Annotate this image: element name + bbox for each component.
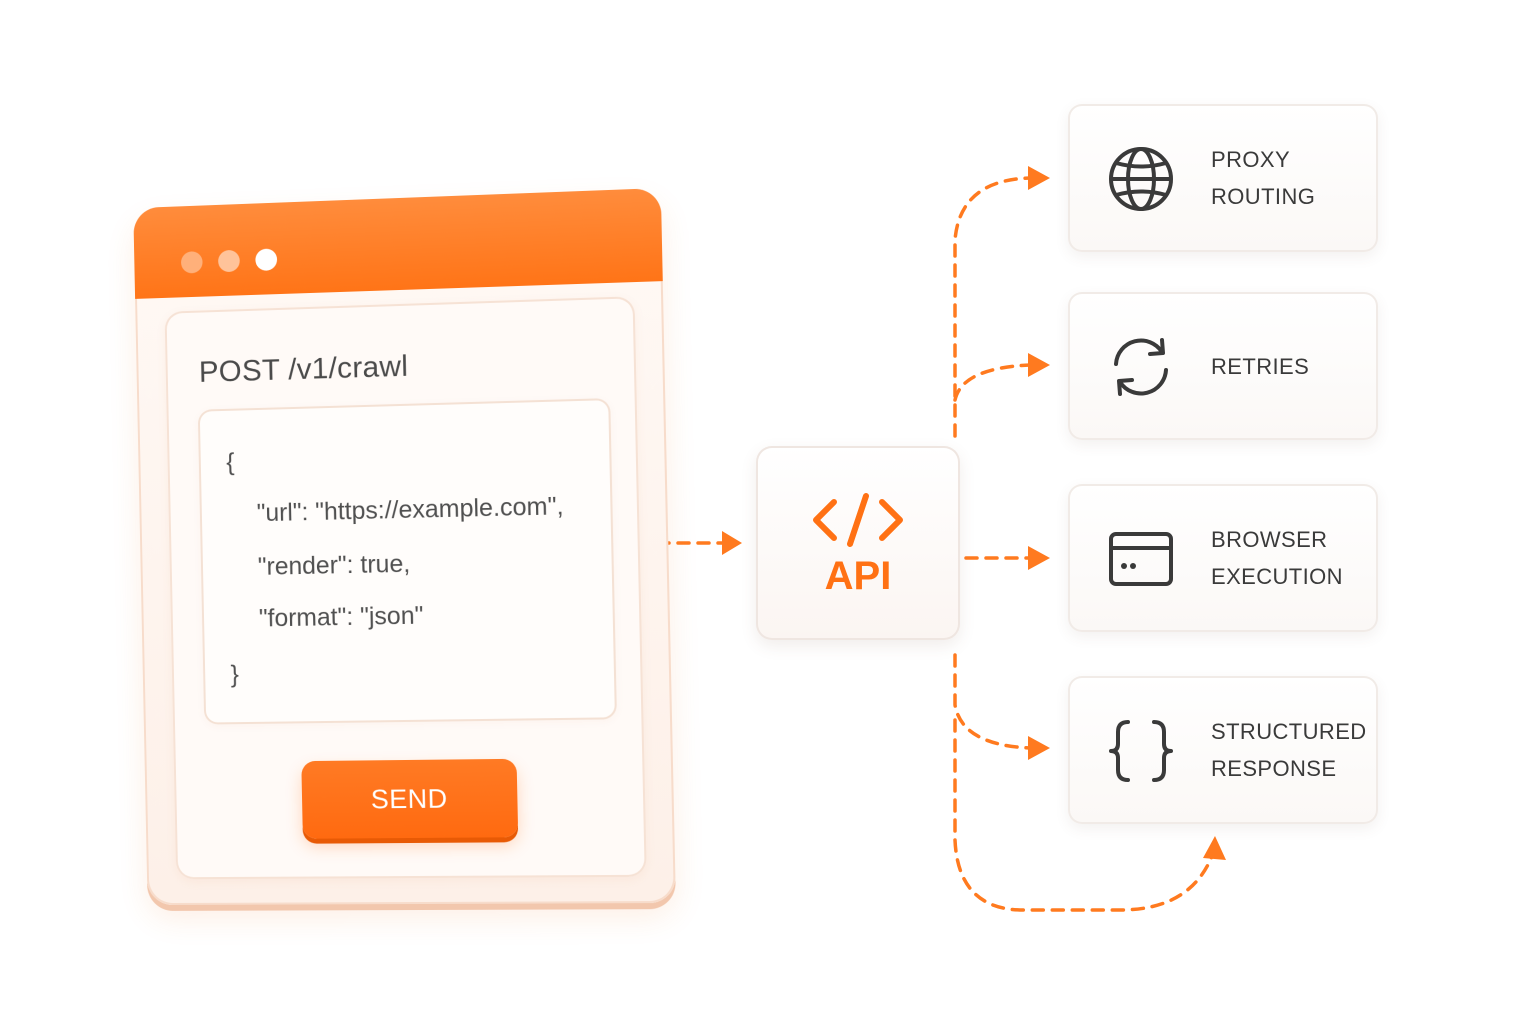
- arrowhead-retries: [1028, 353, 1050, 377]
- code-line: {: [225, 448, 235, 477]
- arrowhead-browser: [1028, 546, 1050, 570]
- feature-label: PROXY ROUTING: [1211, 104, 1371, 252]
- feature-card-retries: RETRIES: [1068, 292, 1378, 440]
- arrowhead-structured: [1028, 736, 1050, 760]
- connector-api-to-proxy: [953, 176, 1032, 438]
- globe-icon: [1109, 147, 1173, 211]
- feature-label: RETRIES: [1211, 292, 1371, 440]
- refresh-icon: [1114, 338, 1168, 396]
- window-dot-maximize[interactable]: [255, 248, 278, 272]
- send-button[interactable]: SEND: [301, 758, 519, 839]
- feature-label: BROWSER EXECUTION: [1211, 484, 1371, 632]
- request-window: POST /v1/crawl { "url": "https://example…: [133, 188, 676, 906]
- code-line: "render": true,: [257, 549, 411, 581]
- window-titlebar: [133, 188, 663, 299]
- feature-label-line1: BROWSER: [1211, 527, 1328, 552]
- arrowhead-api: [722, 531, 742, 555]
- code-line: "url": "https://example.com",: [256, 492, 564, 528]
- code-icon: [813, 493, 903, 547]
- connector-api-to-retries: [953, 363, 1032, 402]
- code-line: }: [230, 660, 240, 689]
- feature-card-proxy-routing: PROXY ROUTING: [1068, 104, 1378, 252]
- feature-label: STRUCTURED RESPONSE: [1211, 676, 1371, 824]
- feature-label-line2: EXECUTION: [1211, 564, 1343, 589]
- feature-label-line1: RETRIES: [1211, 353, 1310, 379]
- window-dot-close[interactable]: [180, 251, 203, 274]
- feature-label-line2: RESPONSE: [1211, 756, 1337, 781]
- browser-window-icon: [1109, 532, 1173, 586]
- feature-label-line1: STRUCTURED: [1211, 719, 1367, 744]
- connector-api-to-structured: [953, 653, 1032, 750]
- curly-braces-icon: [1109, 720, 1173, 782]
- api-label: API: [824, 554, 892, 598]
- feature-label-line2: ROUTING: [1211, 184, 1316, 209]
- window-dot-minimize[interactable]: [217, 249, 240, 273]
- arrowhead-proxy: [1028, 166, 1050, 190]
- endpoint-label: POST /v1/crawl: [198, 349, 409, 389]
- request-panel: POST /v1/crawl { "url": "https://example…: [164, 296, 647, 880]
- arrowhead-structured-bottom: [1203, 836, 1226, 860]
- feature-label-line1: PROXY: [1211, 147, 1291, 172]
- feature-card-browser-execution: BROWSER EXECUTION: [1068, 484, 1378, 632]
- feature-card-structured-response: STRUCTURED RESPONSE: [1068, 676, 1378, 824]
- code-line: "format": "json": [258, 601, 424, 633]
- api-node: API: [756, 446, 960, 640]
- request-body-editor[interactable]: { "url": "https://example.com", "render"…: [197, 398, 617, 725]
